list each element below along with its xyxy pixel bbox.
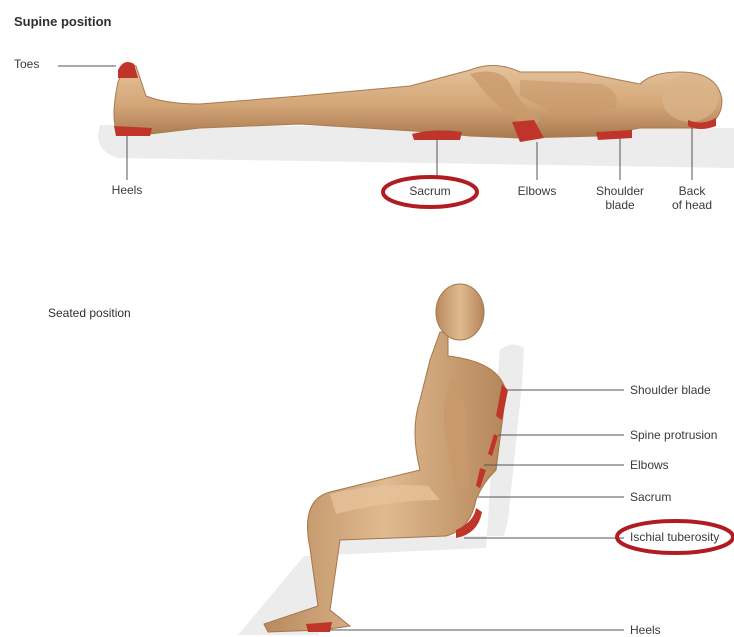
seated-head xyxy=(436,284,484,340)
supine-figure xyxy=(98,62,734,168)
label-shoulder-blade-line2: blade xyxy=(590,199,650,212)
label-back-of-head-line1: Back xyxy=(666,185,718,198)
supine-title: Supine position xyxy=(14,14,112,29)
label-seated-spine-protrusion: Spine protrusion xyxy=(630,429,717,442)
label-seated-sacrum: Sacrum xyxy=(630,491,671,504)
label-elbows: Elbows xyxy=(510,185,564,198)
label-heels: Heels xyxy=(104,184,150,197)
label-shoulder-blade-line1: Shoulder xyxy=(590,185,650,198)
pressure-toes xyxy=(118,62,138,78)
label-seated-shoulder-blade: Shoulder blade xyxy=(630,384,711,397)
label-sacrum: Sacrum xyxy=(400,185,460,198)
seated-figure xyxy=(238,284,524,635)
label-seated-elbows: Elbows xyxy=(630,459,669,472)
supine-body xyxy=(114,65,722,138)
label-back-of-head-line2: of head xyxy=(666,199,718,212)
label-toes: Toes xyxy=(14,58,39,71)
label-seated-ischial-tuberosity: Ischial tuberosity xyxy=(630,531,719,544)
seated-title: Seated position xyxy=(48,306,131,320)
label-seated-heels: Heels xyxy=(630,624,661,637)
